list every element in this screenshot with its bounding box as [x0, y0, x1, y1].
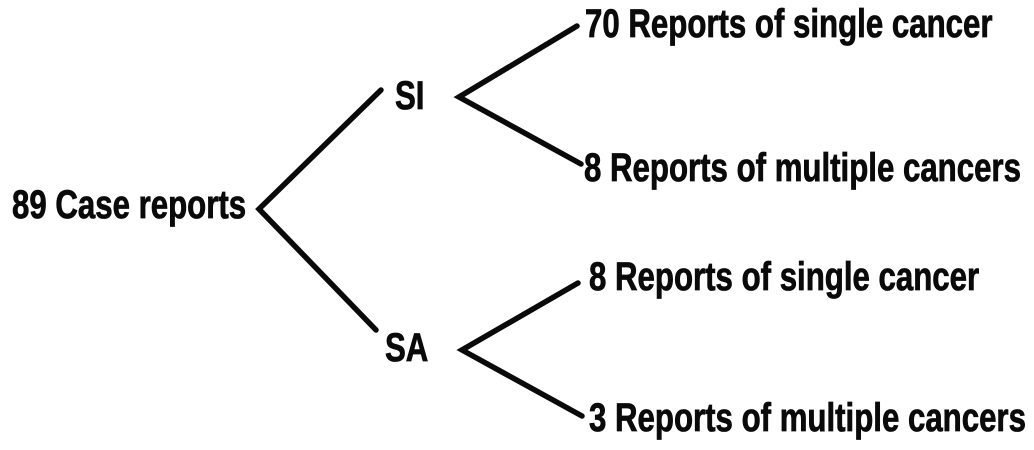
node-si-label: SI [395, 74, 425, 118]
leaf-sa-multiple-cancers-label: 3 Reports of multiple cancers [589, 396, 1027, 440]
edge-fork-sa [456, 280, 585, 419]
leaf-si-multiple-cancers-label: 8 Reports of multiple cancers [584, 146, 1022, 190]
root-node-label: 89 Case reports [12, 183, 247, 227]
leaf-sa-single-cancer-label: 8 Reports of single cancer [589, 255, 980, 299]
edge-fork-si [453, 23, 584, 167]
leaf-si-single-cancer-label: 70 Reports of single cancer [585, 2, 993, 46]
edge-fork-root [255, 87, 384, 333]
node-sa-label: SA [385, 326, 429, 370]
